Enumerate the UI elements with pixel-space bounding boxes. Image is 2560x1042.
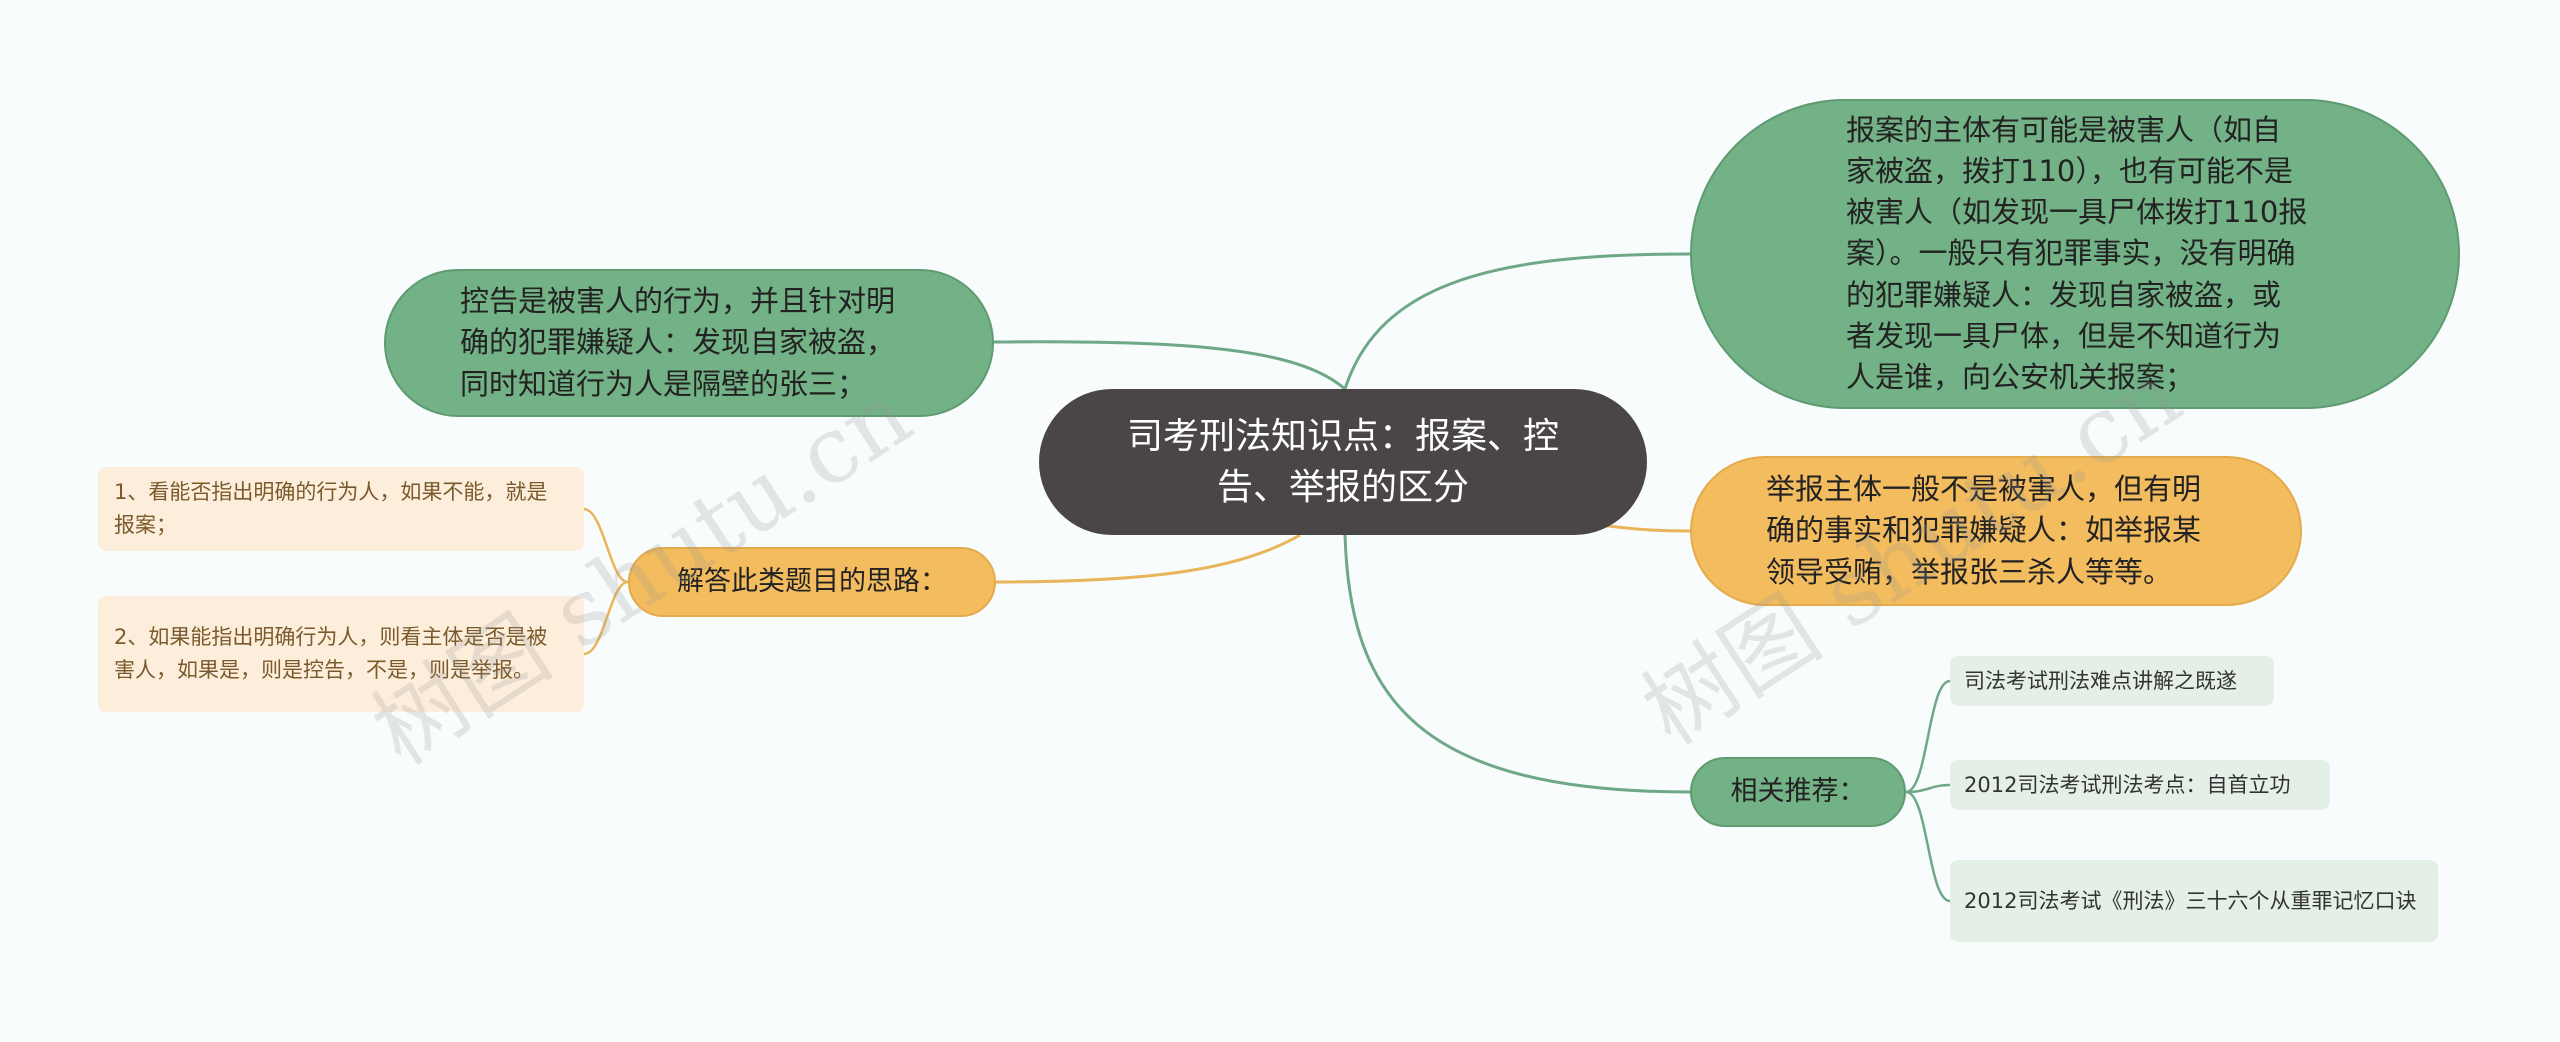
related-link-1[interactable]: 司法考试刑法难点讲解之既遂 bbox=[1950, 656, 2274, 706]
related-link-3[interactable]: 2012司法考试《刑法》三十六个从重罪记忆口诀 bbox=[1950, 860, 2438, 942]
link-think-step1 bbox=[583, 507, 629, 584]
related-link-2-text: 2012司法考试刑法考点：自首立功 bbox=[1964, 772, 2291, 797]
node-related-label: 相关推荐： bbox=[1730, 775, 1866, 807]
node-tip-off[interactable]: 举报主体一般不是被害人，但有明确的事实和犯罪嫌疑人：如举报某领导受贿，举报张三杀… bbox=[1690, 456, 2302, 606]
approach-step-2-text: 2、如果能指出明确行为人，则看主体是否是被害人，如果是，则是控告，不是，则是举报… bbox=[114, 625, 548, 682]
link-related-rec1 bbox=[1905, 679, 1951, 794]
link-think-step2 bbox=[583, 580, 629, 656]
link-root-accuse bbox=[993, 340, 1346, 391]
approach-step-1-text: 1、看能否指出明确的行为人，如果不能，就是报案； bbox=[114, 480, 548, 537]
approach-step-2[interactable]: 2、如果能指出明确行为人，则看主体是否是被害人，如果是，则是控告，不是，则是举报… bbox=[98, 596, 584, 712]
link-related-rec2 bbox=[1905, 783, 1951, 794]
link-root-think bbox=[995, 533, 1301, 584]
related-link-2[interactable]: 2012司法考试刑法考点：自首立功 bbox=[1950, 760, 2330, 810]
link-root-report bbox=[1343, 252, 1691, 390]
root-topic[interactable]: 司考刑法知识点：报案、控告、举报的区分 bbox=[1039, 389, 1647, 535]
node-report[interactable]: 报案的主体有可能是被害人（如自家被盗，拨打110），也有可能不是被害人（如发现一… bbox=[1690, 99, 2460, 409]
link-root-related bbox=[1343, 534, 1691, 794]
root-topic-label: 司考刑法知识点：报案、控告、举报的区分 bbox=[1126, 415, 1559, 508]
node-report-text: 报案的主体有可能是被害人（如自家被盗，拨打110），也有可能不是被害人（如发现一… bbox=[1846, 112, 2308, 394]
approach-step-1[interactable]: 1、看能否指出明确的行为人，如果不能，就是报案； bbox=[98, 467, 584, 551]
link-root-tip bbox=[1599, 523, 1691, 533]
node-related[interactable]: 相关推荐： bbox=[1690, 757, 1906, 827]
node-accuse[interactable]: 控告是被害人的行为，并且针对明确的犯罪嫌疑人：发现自家被盗，同时知道行为人是隔壁… bbox=[384, 269, 994, 417]
node-accuse-text: 控告是被害人的行为，并且针对明确的犯罪嫌疑人：发现自家被盗，同时知道行为人是隔壁… bbox=[460, 284, 896, 401]
related-link-1-text: 司法考试刑法难点讲解之既遂 bbox=[1964, 668, 2237, 693]
node-approach[interactable]: 解答此类题目的思路： bbox=[628, 547, 996, 617]
node-approach-label: 解答此类题目的思路： bbox=[677, 565, 947, 597]
related-link-3-text: 2012司法考试《刑法》三十六个从重罪记忆口诀 bbox=[1964, 888, 2417, 913]
link-related-rec3 bbox=[1905, 790, 1951, 903]
node-tip-off-text: 举报主体一般不是被害人，但有明确的事实和犯罪嫌疑人：如举报某领导受贿，举报张三杀… bbox=[1766, 472, 2202, 589]
